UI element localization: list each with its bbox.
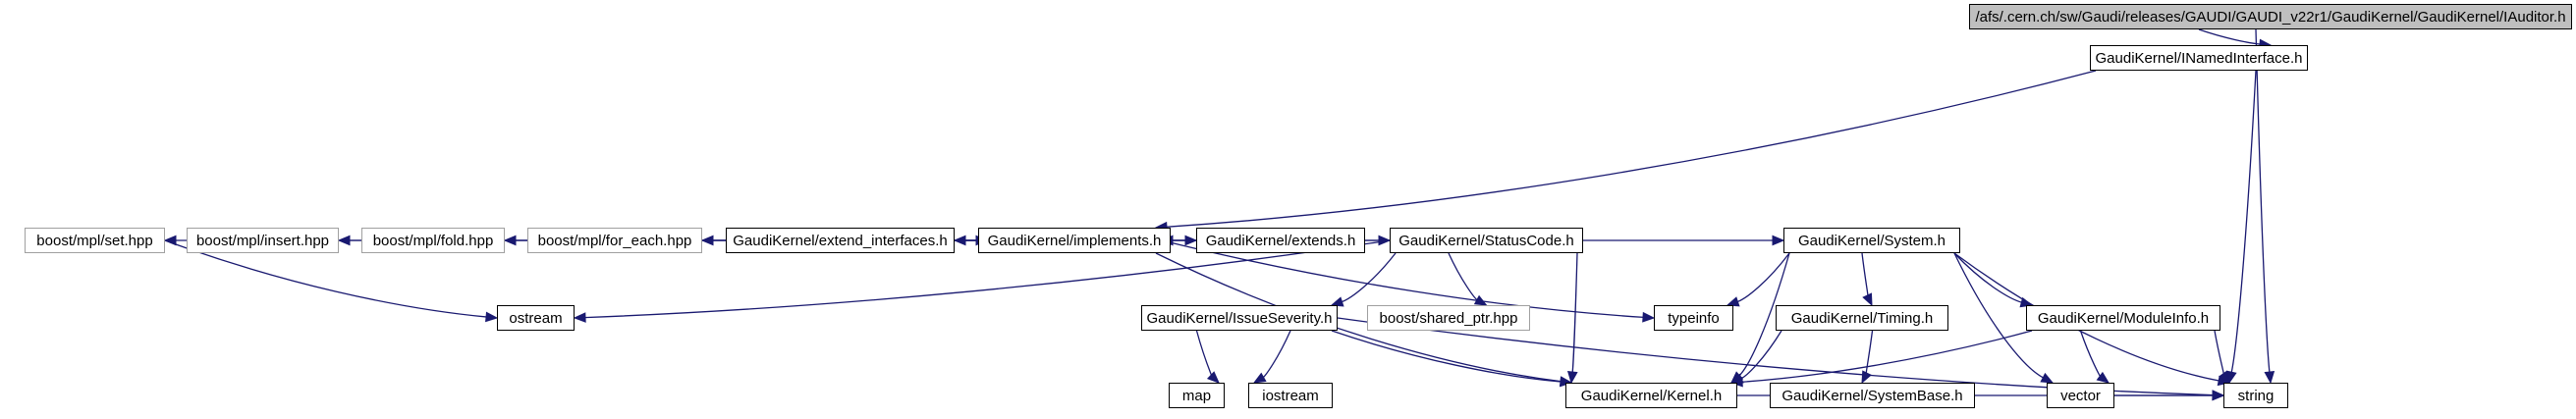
graph-node-mpl_for_each[interactable]: boost/mpl/for_each.hpp [527, 228, 702, 253]
graph-node-map[interactable]: map [1169, 383, 1225, 408]
graph-edge-iauditor-to-inamedinterface [2198, 28, 2262, 45]
graph-node-label: vector [2060, 387, 2101, 404]
graph-edge-issueseverity-to-iostream [1262, 330, 1291, 379]
graph-edge-issueseverity-to-map [1195, 330, 1213, 377]
graph-node-label: boost/mpl/set.hpp [36, 232, 153, 249]
graph-edge-arrow-moduleinfo-to-vector [2096, 371, 2110, 384]
graph-node-iostream[interactable]: iostream [1248, 383, 1333, 408]
graph-node-label: ostream [509, 309, 563, 327]
graph-edge-system-to-string [1953, 252, 2220, 382]
graph-edge-arrow-iauditor-to-string [2264, 371, 2275, 385]
graph-node-label: GaudiKernel/Timing.h [1790, 309, 1934, 327]
graph-node-label: GaudiKernel/IssueSeverity.h [1146, 309, 1333, 327]
graph-node-kernel[interactable]: GaudiKernel/Kernel.h [1565, 383, 1737, 408]
graph-node-vector[interactable]: vector [2047, 383, 2114, 408]
graph-edge-issueseverity-to-kernel [1331, 330, 1562, 383]
graph-edge-arrow-vector-to-string [2212, 390, 2225, 401]
graph-node-label: string [2237, 387, 2275, 404]
graph-node-label: GaudiKernel/System.h [1797, 232, 1946, 249]
graph-edge-arrow-iinterface-to-mpl_for_each [700, 235, 714, 246]
graph-edge-arrow-iinterface-to-typeinfo [1642, 311, 1656, 323]
graph-node-label: GaudiKernel/implements.h [987, 232, 1162, 249]
graph-edge-statuscode-to-ostream [583, 239, 1391, 319]
graph-node-implements[interactable]: GaudiKernel/implements.h [978, 228, 1171, 253]
graph-node-label: GaudiKernel/INamedInterface.h [2095, 49, 2303, 67]
graph-edge-arrow-iinterface-to-mpl_insert [337, 235, 351, 246]
graph-node-label: map [1181, 387, 1212, 404]
graph-node-label: boost/mpl/for_each.hpp [537, 232, 692, 249]
graph-edge-arrow-system-to-vector [2040, 372, 2055, 384]
graph-node-inamedinterface[interactable]: GaudiKernel/INamedInterface.h [2090, 45, 2308, 71]
graph-node-iauditor[interactable]: /afs/.cern.ch/sw/Gaudi/releases/GAUDI/GA… [1969, 4, 2572, 29]
graph-edge-timing-to-kernel [1739, 330, 1782, 380]
graph-edge-moduleinfo-to-kernel [1740, 330, 2033, 383]
graph-edge-statuscode-to-shared_ptr [1448, 252, 1479, 301]
graph-node-mpl_fold[interactable]: boost/mpl/fold.hpp [361, 228, 505, 253]
graph-edge-arrow-mpl_set-to-ostream [485, 311, 499, 323]
graph-node-statuscode[interactable]: GaudiKernel/StatusCode.h [1390, 228, 1583, 253]
graph-node-label: boost/shared_ptr.hpp [1379, 309, 1518, 327]
graph-node-label: boost/mpl/insert.hpp [195, 232, 330, 249]
graph-edge-system-to-kernel [1738, 252, 1790, 377]
graph-node-typeinfo[interactable]: typeinfo [1654, 305, 1733, 331]
graph-edge-arrow-timing-to-systembase [1861, 370, 1872, 385]
graph-node-ostream[interactable]: ostream [497, 305, 575, 331]
graph-edge-inamedinterface-to-iinterface [1165, 70, 2097, 228]
graph-edge-arrow-statuscode-to-ostream [573, 312, 586, 323]
graph-node-timing[interactable]: GaudiKernel/Timing.h [1776, 305, 1948, 331]
graph-edge-system-to-typeinfo [1736, 252, 1790, 303]
graph-edge-arrow-system-to-timing [1862, 292, 1873, 307]
graph-node-extends[interactable]: GaudiKernel/extends.h [1196, 228, 1365, 253]
graph-node-moduleinfo[interactable]: GaudiKernel/ModuleInfo.h [2026, 305, 2220, 331]
graph-edge-iinterface-to-typeinfo [1161, 239, 1645, 319]
graph-node-extend_interfaces[interactable]: GaudiKernel/extend_interfaces.h [726, 228, 955, 253]
graph-edge-mpl_set-to-ostream [164, 239, 488, 318]
graph-node-label: GaudiKernel/extend_interfaces.h [733, 232, 948, 249]
graph-edge-iauditor-to-string [2255, 28, 2271, 374]
graph-edge-inamedinterface-to-string [2230, 70, 2257, 374]
graph-node-label: boost/mpl/fold.hpp [372, 232, 494, 249]
graph-edge-system-to-moduleinfo [1953, 252, 2023, 304]
graph-edge-arrow-moduleinfo-to-string [2218, 370, 2230, 385]
graph-edge-arrow-issueseverity-to-map [1206, 371, 1220, 384]
graph-edge-arrow-statuscode-to-shared_ptr [1473, 294, 1488, 306]
graph-node-label: typeinfo [1668, 309, 1720, 327]
graph-node-label: GaudiKernel/ModuleInfo.h [2037, 309, 2210, 327]
graph-node-system[interactable]: GaudiKernel/System.h [1783, 228, 1960, 253]
graph-node-mpl_set[interactable]: boost/mpl/set.hpp [25, 228, 165, 253]
graph-edge-moduleinfo-to-string [2214, 330, 2225, 376]
graph-node-label: GaudiKernel/Kernel.h [1580, 387, 1723, 404]
graph-node-label: iostream [1262, 387, 1319, 404]
graph-node-issueseverity[interactable]: GaudiKernel/IssueSeverity.h [1141, 305, 1338, 331]
graph-node-systembase[interactable]: GaudiKernel/SystemBase.h [1770, 383, 1975, 408]
graph-edge-moduleinfo-to-vector [2079, 330, 2102, 378]
graph-node-string[interactable]: string [2223, 383, 2288, 408]
graph-edge-statuscode-to-issueseverity [1341, 252, 1397, 303]
graph-edge-arrow-statuscode-to-kernel [1566, 370, 1578, 385]
graph-node-shared_ptr[interactable]: boost/shared_ptr.hpp [1367, 305, 1530, 331]
graph-edge-arrow-iinterface-to-system [1772, 235, 1785, 246]
graph-node-label: GaudiKernel/StatusCode.h [1398, 232, 1574, 249]
graph-node-label: /afs/.cern.ch/sw/Gaudi/releases/GAUDI/GA… [1975, 8, 2566, 26]
graph-edge-iinterface-to-kernel [1155, 252, 1562, 383]
graph-node-label: GaudiKernel/extends.h [1205, 232, 1356, 249]
graph-node-mpl_insert[interactable]: boost/mpl/insert.hpp [187, 228, 339, 253]
graph-edge-timing-to-systembase [1865, 330, 1874, 375]
graph-edge-statuscode-to-kernel [1571, 252, 1578, 374]
graph-node-label: GaudiKernel/SystemBase.h [1781, 387, 1963, 404]
graph-edge-arrow-issueseverity-to-iostream [1252, 372, 1267, 384]
graph-edge-system-to-timing [1861, 252, 1869, 297]
graph-edge-arrow-iinterface-to-mpl_fold [503, 235, 517, 246]
